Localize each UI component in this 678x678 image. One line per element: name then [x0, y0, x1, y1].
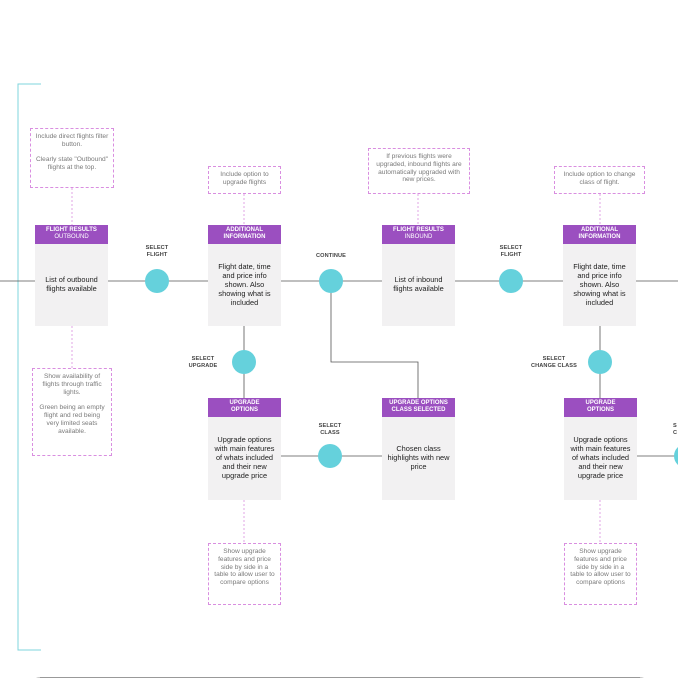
card-upgrade-options: UPGRADE OPTIONS Upgrade options with mai…: [208, 398, 281, 500]
card-body: Chosen class highlights with new price: [387, 444, 450, 471]
label-select-class: SELECT CLASS: [318, 423, 342, 436]
card-subtitle: INBOUND: [404, 234, 433, 240]
card-title: UPGRADE: [229, 400, 260, 406]
note-direct-flights: Include direct flights filter button. Cl…: [30, 128, 114, 188]
flow-node-select-class: [318, 444, 342, 468]
card-subtitle: OPTIONS: [586, 407, 614, 413]
card-subtitle: OPTIONS: [230, 407, 258, 413]
card-title: FLIGHT RESULTS: [393, 227, 444, 233]
card-upgrade-options: UPGRADE OPTIONS Upgrade options with mai…: [564, 398, 637, 500]
card-header: ADDITIONAL INFORMATION: [563, 225, 636, 244]
card-title: FLIGHT RESULTS: [46, 227, 97, 233]
card-title: ADDITIONAL: [226, 227, 263, 233]
note-inbound-upgraded: If previous flights were upgraded, inbou…: [368, 148, 470, 194]
card-title: ADDITIONAL: [581, 227, 618, 233]
note-upgrade-flights: Include option to upgrade flights: [208, 166, 281, 194]
card-body: List of inbound flights available: [393, 275, 444, 293]
card-header: ADDITIONAL INFORMATION: [208, 225, 281, 244]
card-additional-information: ADDITIONAL INFORMATION Flight date, time…: [563, 225, 636, 326]
card-subtitle: INFORMATION: [578, 234, 621, 240]
card-subtitle: OUTBOUND: [54, 234, 89, 240]
card-title: UPGRADE: [585, 400, 616, 406]
note-availability: Show availability of flights through tra…: [32, 368, 112, 456]
card-header: UPGRADE OPTIONS: [564, 398, 637, 417]
label-continue: CONTINUE: [315, 253, 346, 259]
label-select-flight: SELECT FLIGHT: [499, 245, 523, 258]
card-body: Flight date, time and price info shown. …: [218, 261, 271, 307]
card-upgrade-options-class-selected: UPGRADE OPTIONS CLASS SELECTED Chosen cl…: [382, 398, 455, 500]
card-title: UPGRADE OPTIONS: [389, 400, 448, 406]
card-header: FLIGHT RESULTS INBOUND: [382, 225, 455, 244]
card-additional-information: ADDITIONAL INFORMATION Flight date, time…: [208, 225, 281, 326]
card-subtitle: CLASS SELECTED: [391, 407, 446, 413]
flow-node-continue: [319, 269, 343, 293]
note-change-class: Include option to change class of flight…: [554, 166, 645, 194]
flow-node-select-flight: [145, 269, 169, 293]
card-subtitle: INFORMATION: [223, 234, 266, 240]
flow-line: [330, 281, 419, 398]
flow-node-select-change-class: [588, 350, 612, 374]
card-body: Flight date, time and price info shown. …: [573, 261, 626, 307]
label-select-flight: SELECT FLIGHT: [145, 245, 169, 258]
flow-node-select-upgrade: [232, 350, 256, 374]
card-body: Upgrade options with main features of wh…: [214, 435, 275, 480]
note-connectors: [71, 188, 601, 543]
label-select-upgrade: SELECT UPGRADE: [188, 356, 218, 369]
card-flight-results-outbound: FLIGHT RESULTS OUTBOUND List of outbound…: [35, 225, 108, 326]
card-body: Upgrade options with main features of wh…: [570, 435, 631, 480]
left-bracket: [17, 83, 41, 651]
card-body: List of outbound flights available: [45, 275, 98, 293]
card-header: FLIGHT RESULTS OUTBOUND: [35, 225, 108, 244]
card-flight-results-inbound: FLIGHT RESULTS INBOUND List of inbound f…: [382, 225, 455, 326]
note-compare-upgrade: Show upgrade features and price side by …: [208, 543, 281, 605]
flow-node-select-flight: [499, 269, 523, 293]
note-compare-upgrade: Show upgrade features and price side by …: [564, 543, 637, 605]
label-partial: S C: [673, 423, 678, 436]
label-select-change-class: SELECT CHANGE CLASS: [531, 356, 577, 369]
flow-node-partial: [674, 444, 678, 468]
card-header: UPGRADE OPTIONS CLASS SELECTED: [382, 398, 455, 417]
card-header: UPGRADE OPTIONS: [208, 398, 281, 417]
